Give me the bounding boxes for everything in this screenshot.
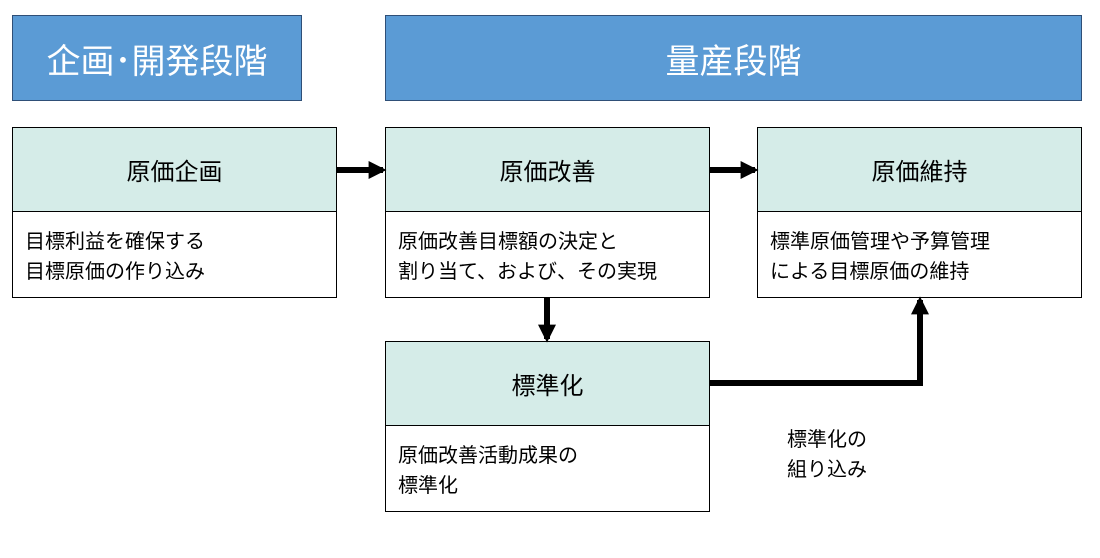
- cost-improvement-title: 原価改善: [499, 158, 596, 186]
- cost-improvement-description: 原価改善目標額の決定と 割り当て、および、その実現: [385, 212, 710, 298]
- cost-improvement-header: 原価改善: [385, 127, 710, 212]
- standardization-description: 原価改善活動成果の 標準化: [385, 426, 710, 512]
- phase-planning-banner: 企画･開発段階: [12, 15, 302, 101]
- cost-maintenance-title: 原価維持: [871, 158, 968, 186]
- arrow-standardization-to-maintenance: [710, 296, 929, 386]
- standardization-header: 標準化: [385, 341, 710, 426]
- cost-planning-header: 原価企画: [12, 127, 337, 212]
- standardization-incorporation-note: 標準化の 組り込み: [787, 427, 867, 481]
- standardization-title: 標準化: [511, 372, 584, 400]
- cost-maintenance-header: 原価維持: [757, 127, 1082, 212]
- cost-planning-description: 目標利益を確保する 目標原価の作り込み: [12, 212, 337, 298]
- cost-planning-title: 原価企画: [126, 158, 223, 186]
- phase-planning-label: 企画･開発段階: [46, 41, 268, 82]
- phase-mass-production-label: 量産段階: [665, 41, 802, 82]
- phase-mass-production-banner: 量産段階: [385, 15, 1082, 101]
